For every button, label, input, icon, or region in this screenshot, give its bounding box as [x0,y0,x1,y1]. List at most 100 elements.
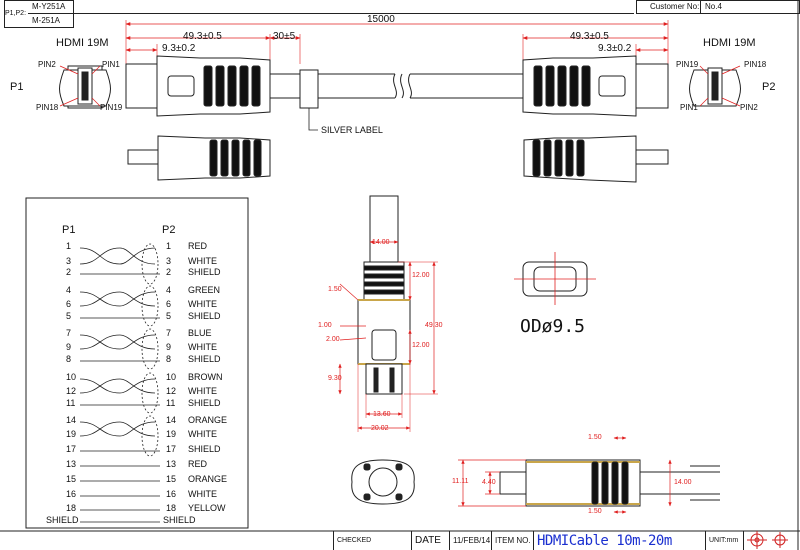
dim-12-mid: 12.00 [412,342,430,349]
left-side-label: P1 [10,81,24,93]
wiring-p1-pin: 6 [66,299,72,309]
wiring-p2-pin: 3 [166,256,172,266]
left-length-label: 49.3±0.5 [183,31,222,42]
wiring-p2-pin: 12 [166,386,177,396]
wiring-p1-pin: 2 [66,267,72,277]
wiring-color: ORANGE [188,415,228,425]
wiring-color: ORANGE [188,474,228,484]
right-connector-title: HDMI 19M [703,37,756,49]
part-number-1: M-Y251A [32,2,66,11]
header-strip [74,0,634,14]
dim-13-60: 13.60 [373,411,391,418]
right-pin-br: PIN2 [740,103,758,112]
wiring-p1-pin: 12 [66,386,77,396]
top-dimensions [125,22,669,52]
wiring-p1-pin: 19 [66,429,77,439]
wiring-p1-pin: 9 [66,342,72,352]
wiring-twists [79,243,160,523]
side-plug-left [127,135,271,181]
date-label-cell: DATE [411,531,449,550]
wiring-p1-pin: 3 [66,256,72,266]
wiring-color: SHIELD [188,444,221,454]
part-number-2: M-251A [32,16,61,25]
wiring-p2-pin: 18 [166,503,177,513]
wiring-p2-pin: 9 [166,342,172,352]
detail-dims [338,240,436,430]
checked-label: CHECKED [337,537,372,544]
wiring-p2-pin: 19 [166,429,177,439]
side-dim-top: 1.50 [588,434,602,441]
silver-label-text: SILVER LABEL [321,125,383,135]
wiring-color: SHIELD [188,398,221,408]
wiring-p2-pin: 7 [166,328,172,338]
total-length-label: 15000 [367,14,395,25]
side-plug-right [523,135,669,183]
projection-cell [743,531,799,550]
left-pin-bl: PIN18 [36,103,59,112]
wiring-p2-pin: SHIELD [163,515,196,525]
od-label: ODø9.5 [520,316,586,337]
dim-1-00: 1.00 [318,322,332,329]
detail-front-view [357,195,411,395]
strip-length-label: 30±5 [273,31,296,42]
wiring-p1-pin: 11 [66,398,76,408]
wiring-color: SHIELD [188,311,221,321]
wiring-p1-pin: 4 [66,285,72,295]
dim-12-rib: 12.00 [412,272,430,279]
wiring-p1-title: P1 [62,224,76,236]
unit-cell: UNIT:mm [705,531,743,550]
right-pin-bl: PIN1 [680,103,698,112]
dim-14-top: 14.00 [372,239,390,246]
wiring-p2-pin: 13 [166,459,177,469]
pin-label: P1,P2: [5,10,27,17]
silver-label-leader [308,108,318,131]
wiring-p1-pin: 8 [66,354,72,364]
wiring-p2-pin: 17 [166,444,177,454]
date-value-cell: 11/FEB/14 [449,531,491,550]
wiring-color: SHIELD [188,267,221,277]
wiring-p1-pin: 18 [66,503,77,513]
wiring-p1-pin: 7 [66,328,72,338]
customer-divider [700,0,701,14]
wiring-color: YELLOW [188,503,226,513]
checked-cell: CHECKED [333,531,411,550]
wiring-color: BLUE [188,328,212,338]
wiring-p1-pin: 14 [66,415,77,425]
wiring-p1-pin: SHIELD [46,515,79,525]
right-pin-tr: PIN18 [744,60,767,69]
wiring-color: WHITE [188,489,217,499]
item-value: HDMICable 10m-20m [537,532,672,549]
wiring-p2-pin: 4 [166,285,172,295]
left-connector-title: HDMI 19M [56,37,109,49]
wiring-color: WHITE [188,429,217,439]
right-length-label: 49.3±0.5 [570,31,609,42]
wiring-p2-pin: 5 [166,311,172,321]
left-tip-label: 9.3±0.2 [162,43,196,54]
wiring-color: SHIELD [188,354,221,364]
projection-symbol-icon [747,531,788,549]
unit-label: UNIT:mm [709,537,739,544]
wiring-p1-pin: 16 [66,489,77,499]
wiring-color: RED [188,241,208,251]
right-pin-tl: PIN19 [676,60,699,69]
left-pin-tr: PIN1 [102,60,120,69]
wiring-color: BROWN [188,372,223,382]
item-label: ITEM NO. [495,536,531,545]
wiring-color: WHITE [188,386,217,396]
wiring-p1-pin: 15 [66,474,77,484]
wiring-p2-pin: 1 [166,241,172,251]
hdmi-face-right [689,67,741,107]
wiring-p1-pin: 10 [66,372,77,382]
wiring-color: WHITE [188,256,217,266]
wiring-p2-pin: 11 [166,398,176,408]
dim-9-30: 9.30 [328,375,342,382]
wiring-p2-pin: 10 [166,372,177,382]
wiring-p1-pin: 17 [66,444,77,454]
wiring-p2-pin: 6 [166,299,172,309]
side-dim-11-11: 11.11 [452,478,469,485]
side-dim-14-00: 14.00 [674,479,692,486]
wiring-p2-pin: 14 [166,415,177,425]
wiring-panel-frame [25,197,249,529]
wiring-color: WHITE [188,342,217,352]
customer-label: Customer No: [650,2,700,11]
